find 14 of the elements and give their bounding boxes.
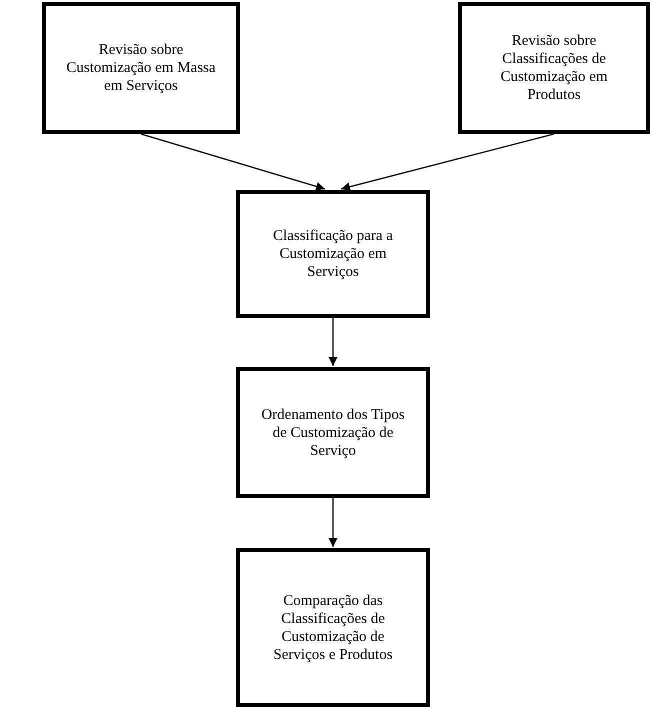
box-text: Ordenamento dos Tipos de Customização de Serviço [260,406,406,460]
process-box [458,2,650,134]
box-text: Revisão sobre Customização em Massa em Serviços [65,41,217,95]
process-box [236,190,430,318]
arrow [340,133,554,192]
arrow [328,498,338,547]
process-box [236,548,430,707]
box-text: Classificação para a Customização em Serviços [272,227,394,281]
process-box [42,2,240,134]
arrow [328,318,338,366]
box-text: Revisão sobre Classificações de Customização em Produtos [499,32,609,104]
process-box [236,367,430,498]
arrow [140,133,326,191]
box-text: Comparação das Classificações de Customização de Serviços e Produtos [272,592,394,664]
